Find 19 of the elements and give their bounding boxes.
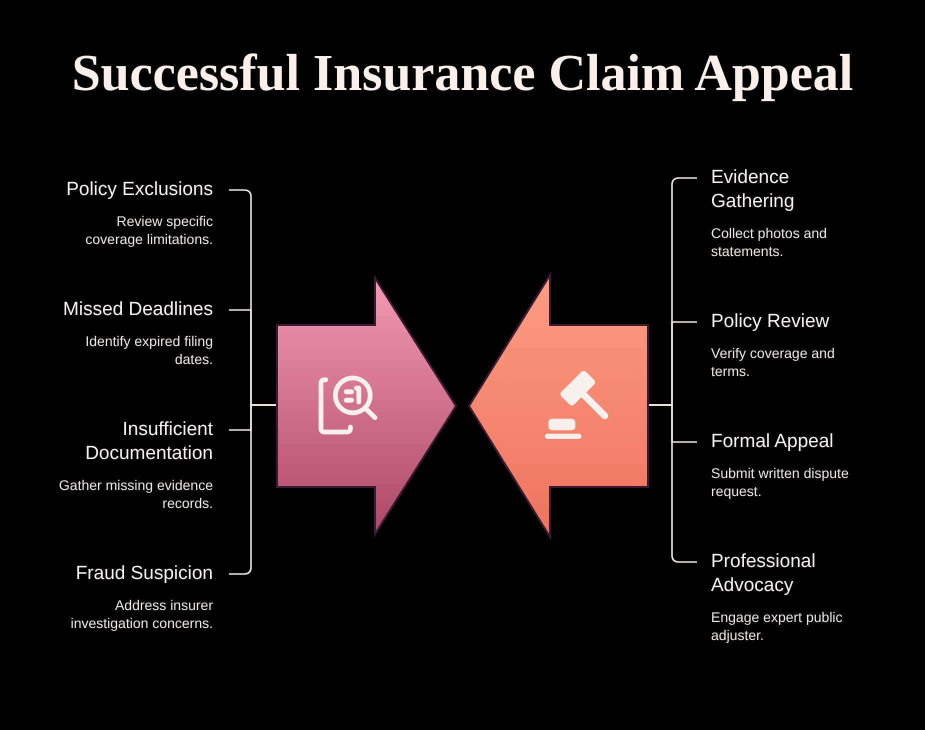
item-description: Submit written dispute request.: [711, 464, 850, 500]
item-description: Review specific coverage limitations.: [84, 212, 213, 248]
item-heading: Insufficient Documentation: [84, 418, 213, 466]
item-heading: Policy Exclusions: [65, 178, 213, 202]
item-heading: Missed Deadlines: [62, 298, 213, 322]
item-heading: Formal Appeal: [711, 430, 835, 454]
item-heading: Policy Review: [711, 310, 830, 334]
item-description: Verify coverage and terms.: [711, 344, 836, 380]
connector-line: [648, 404, 697, 563]
item-heading: Evidence Gathering: [711, 166, 796, 214]
item-description: Gather missing evidence records.: [58, 476, 213, 512]
item-description: Collect photos and statements.: [711, 224, 828, 260]
title: Successful Insurance Claim Appeal: [70, 44, 854, 104]
item-description: Address insurer investigation concerns.: [70, 596, 213, 632]
item-heading: Fraud Suspicion: [74, 562, 213, 586]
connector-line: [229, 404, 277, 575]
item-heading: Professional Advocacy: [711, 550, 817, 598]
item-description: Identify expired filing dates.: [84, 332, 213, 368]
item-description: Engage expert public adjuster.: [711, 608, 844, 644]
